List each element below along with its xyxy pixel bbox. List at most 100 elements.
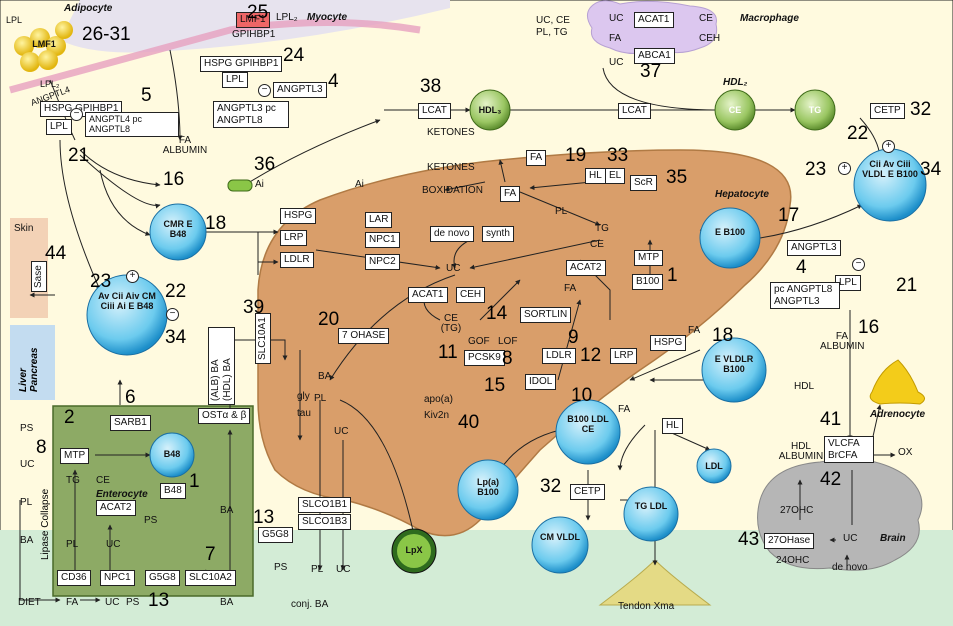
lpl2-text: LPL₂ bbox=[40, 79, 60, 89]
cd36-box: CD36 bbox=[57, 570, 91, 586]
lcat-mid: LCAT bbox=[618, 103, 651, 119]
fa-lumen: FA bbox=[66, 597, 79, 608]
hdl-right-text: HDL bbox=[794, 381, 815, 392]
enterocyte-title: Enterocyte bbox=[96, 489, 148, 500]
ce-macrophage: CE bbox=[699, 13, 713, 24]
num-16-right: 16 bbox=[858, 317, 880, 338]
gpihbp1-myocyte: GPIHBP1 bbox=[232, 29, 276, 40]
boxidation-text: BOXIDATION bbox=[422, 185, 483, 196]
npc2-box: NPC2 bbox=[365, 254, 400, 270]
lmf1-fat-label: LMF1 bbox=[32, 39, 56, 49]
ceh-hep: CEH bbox=[456, 287, 486, 303]
uc-macrophage: UC bbox=[609, 13, 624, 24]
vldlr-label: E VLDLR B100 bbox=[714, 354, 754, 374]
de-novo-box: de novo bbox=[430, 226, 474, 242]
uc-left: UC bbox=[20, 459, 35, 470]
num-34-right: 34 bbox=[920, 159, 942, 180]
e-b100-label: E B100 bbox=[714, 227, 746, 237]
uc-lumen: UC bbox=[105, 597, 120, 608]
angptl3-right: ANGPTL3 bbox=[787, 240, 841, 256]
ba-lumen: BA bbox=[220, 597, 234, 608]
plus-sign-vldl: + bbox=[838, 162, 851, 175]
lrp-mid: LRP bbox=[610, 348, 638, 364]
cetp-bottom: CETP bbox=[570, 484, 605, 500]
num-19: 19 bbox=[565, 145, 587, 166]
num-36: 36 bbox=[254, 154, 276, 175]
slc10a1-box: SLC10A1 bbox=[255, 313, 271, 364]
lpl-adipose-text: LPL bbox=[6, 15, 23, 25]
27ohc-text: 27OHC bbox=[780, 505, 814, 516]
num-41: 41 bbox=[820, 409, 842, 430]
adipocyte-droplets bbox=[14, 21, 73, 72]
cetp-right: CETP bbox=[870, 103, 905, 119]
angptl3-top: ANGPTL3 bbox=[273, 82, 327, 98]
num-17: 17 bbox=[778, 205, 800, 226]
minus-sign-angptl3: − bbox=[258, 84, 271, 97]
ox-text: OX bbox=[898, 447, 913, 458]
slco1b1-box: SLCO1B1 bbox=[298, 497, 352, 513]
idol-box: IDOL bbox=[525, 374, 557, 390]
seven-ohase-box: 7 OHASE bbox=[338, 328, 390, 344]
lipase-collapse-title: Lipase Collapse bbox=[40, 488, 51, 560]
fa-macrophage: FA bbox=[609, 33, 622, 44]
num-26-31: 26-31 bbox=[82, 24, 131, 45]
ba-enterocyte: BA bbox=[220, 505, 234, 516]
npc1-liver: NPC1 bbox=[365, 232, 400, 248]
fa-hep-text: FA bbox=[564, 283, 577, 294]
o27hase-box: 27OHase bbox=[764, 533, 815, 549]
lpa-label: Lp(a) B100 bbox=[477, 477, 499, 497]
angptl-pc-right: pc ANGPTL8 ANGPTL3 bbox=[770, 282, 840, 309]
angptl4-box: ANGPTL4 pc ANGPTL8 bbox=[85, 112, 179, 137]
alb-hdl-ba-box: (ALB) BA (HDL) BA bbox=[208, 327, 235, 405]
skin-title: Skin bbox=[14, 223, 34, 234]
ai-liver-text: Ai bbox=[355, 179, 364, 190]
hl-mid: HL bbox=[662, 418, 683, 434]
ce-hep: CE bbox=[590, 239, 604, 250]
fa-albumin-right: FA ALBUMIN bbox=[820, 331, 865, 352]
num-23-left: 23 bbox=[90, 271, 112, 292]
synth-box: synth bbox=[482, 226, 514, 242]
brain-title: Brain bbox=[880, 533, 906, 544]
lrp-liver: LRP bbox=[280, 230, 308, 246]
ba-left: BA bbox=[20, 535, 34, 546]
fa-box-center: FA bbox=[500, 186, 521, 202]
num-42: 42 bbox=[820, 469, 842, 490]
liver-pancreas-region bbox=[10, 325, 55, 400]
lmf1-myocyte: LMF1 bbox=[236, 12, 270, 28]
abca1-box: ABCA1 bbox=[634, 48, 675, 64]
macrophage-title: Macrophage bbox=[740, 13, 799, 24]
gof-text: GOF bbox=[468, 336, 490, 347]
ps-left: PS bbox=[20, 423, 34, 434]
hl-box-hep: HL bbox=[585, 168, 606, 184]
vldl-label: Cii Av Ciii VLDL E B100 bbox=[862, 159, 918, 179]
b100-hep: B100 bbox=[632, 274, 664, 290]
tg-enterocyte: TG bbox=[66, 475, 80, 486]
ai-text: Ai bbox=[255, 179, 264, 190]
24ohc-text: 24OHC bbox=[776, 555, 810, 566]
num-33: 33 bbox=[607, 145, 629, 166]
num-4-top: 4 bbox=[328, 71, 339, 92]
plus-sign-vldl-top: + bbox=[882, 140, 895, 153]
hdl3-label: HDL₃ bbox=[478, 105, 502, 115]
num-6: 6 bbox=[125, 387, 136, 408]
num-22-left: 22 bbox=[165, 281, 187, 302]
cm-vldl-label: CM VLDL bbox=[540, 532, 580, 542]
uc-ce-macrophage: UC, CE bbox=[536, 15, 570, 26]
lpx-label: LpX bbox=[405, 545, 423, 555]
tg-hep: TG bbox=[595, 223, 609, 234]
acat1-hep: ACAT1 bbox=[408, 287, 448, 303]
lpl-right: LPL bbox=[835, 275, 861, 291]
ketones-top: KETONES bbox=[427, 127, 475, 138]
cm-label: Av Cii Aiv CM Ciii Ai E B48 bbox=[98, 291, 156, 311]
num-18-left: 18 bbox=[205, 213, 227, 234]
sortilin-box: SORTLIN bbox=[520, 307, 572, 323]
num-11: 11 bbox=[438, 342, 458, 363]
kiv2n-text: Kiv2n bbox=[424, 410, 450, 421]
num-35: 35 bbox=[666, 167, 688, 188]
osta-beta-box: OSTα & β bbox=[198, 408, 251, 424]
enterocyte-cell bbox=[52, 405, 254, 597]
pcsk9-box: PCSK9 bbox=[464, 350, 505, 366]
tendon-title: Tendon Xma bbox=[618, 601, 675, 612]
de-novo-brain: de novo bbox=[832, 562, 868, 573]
